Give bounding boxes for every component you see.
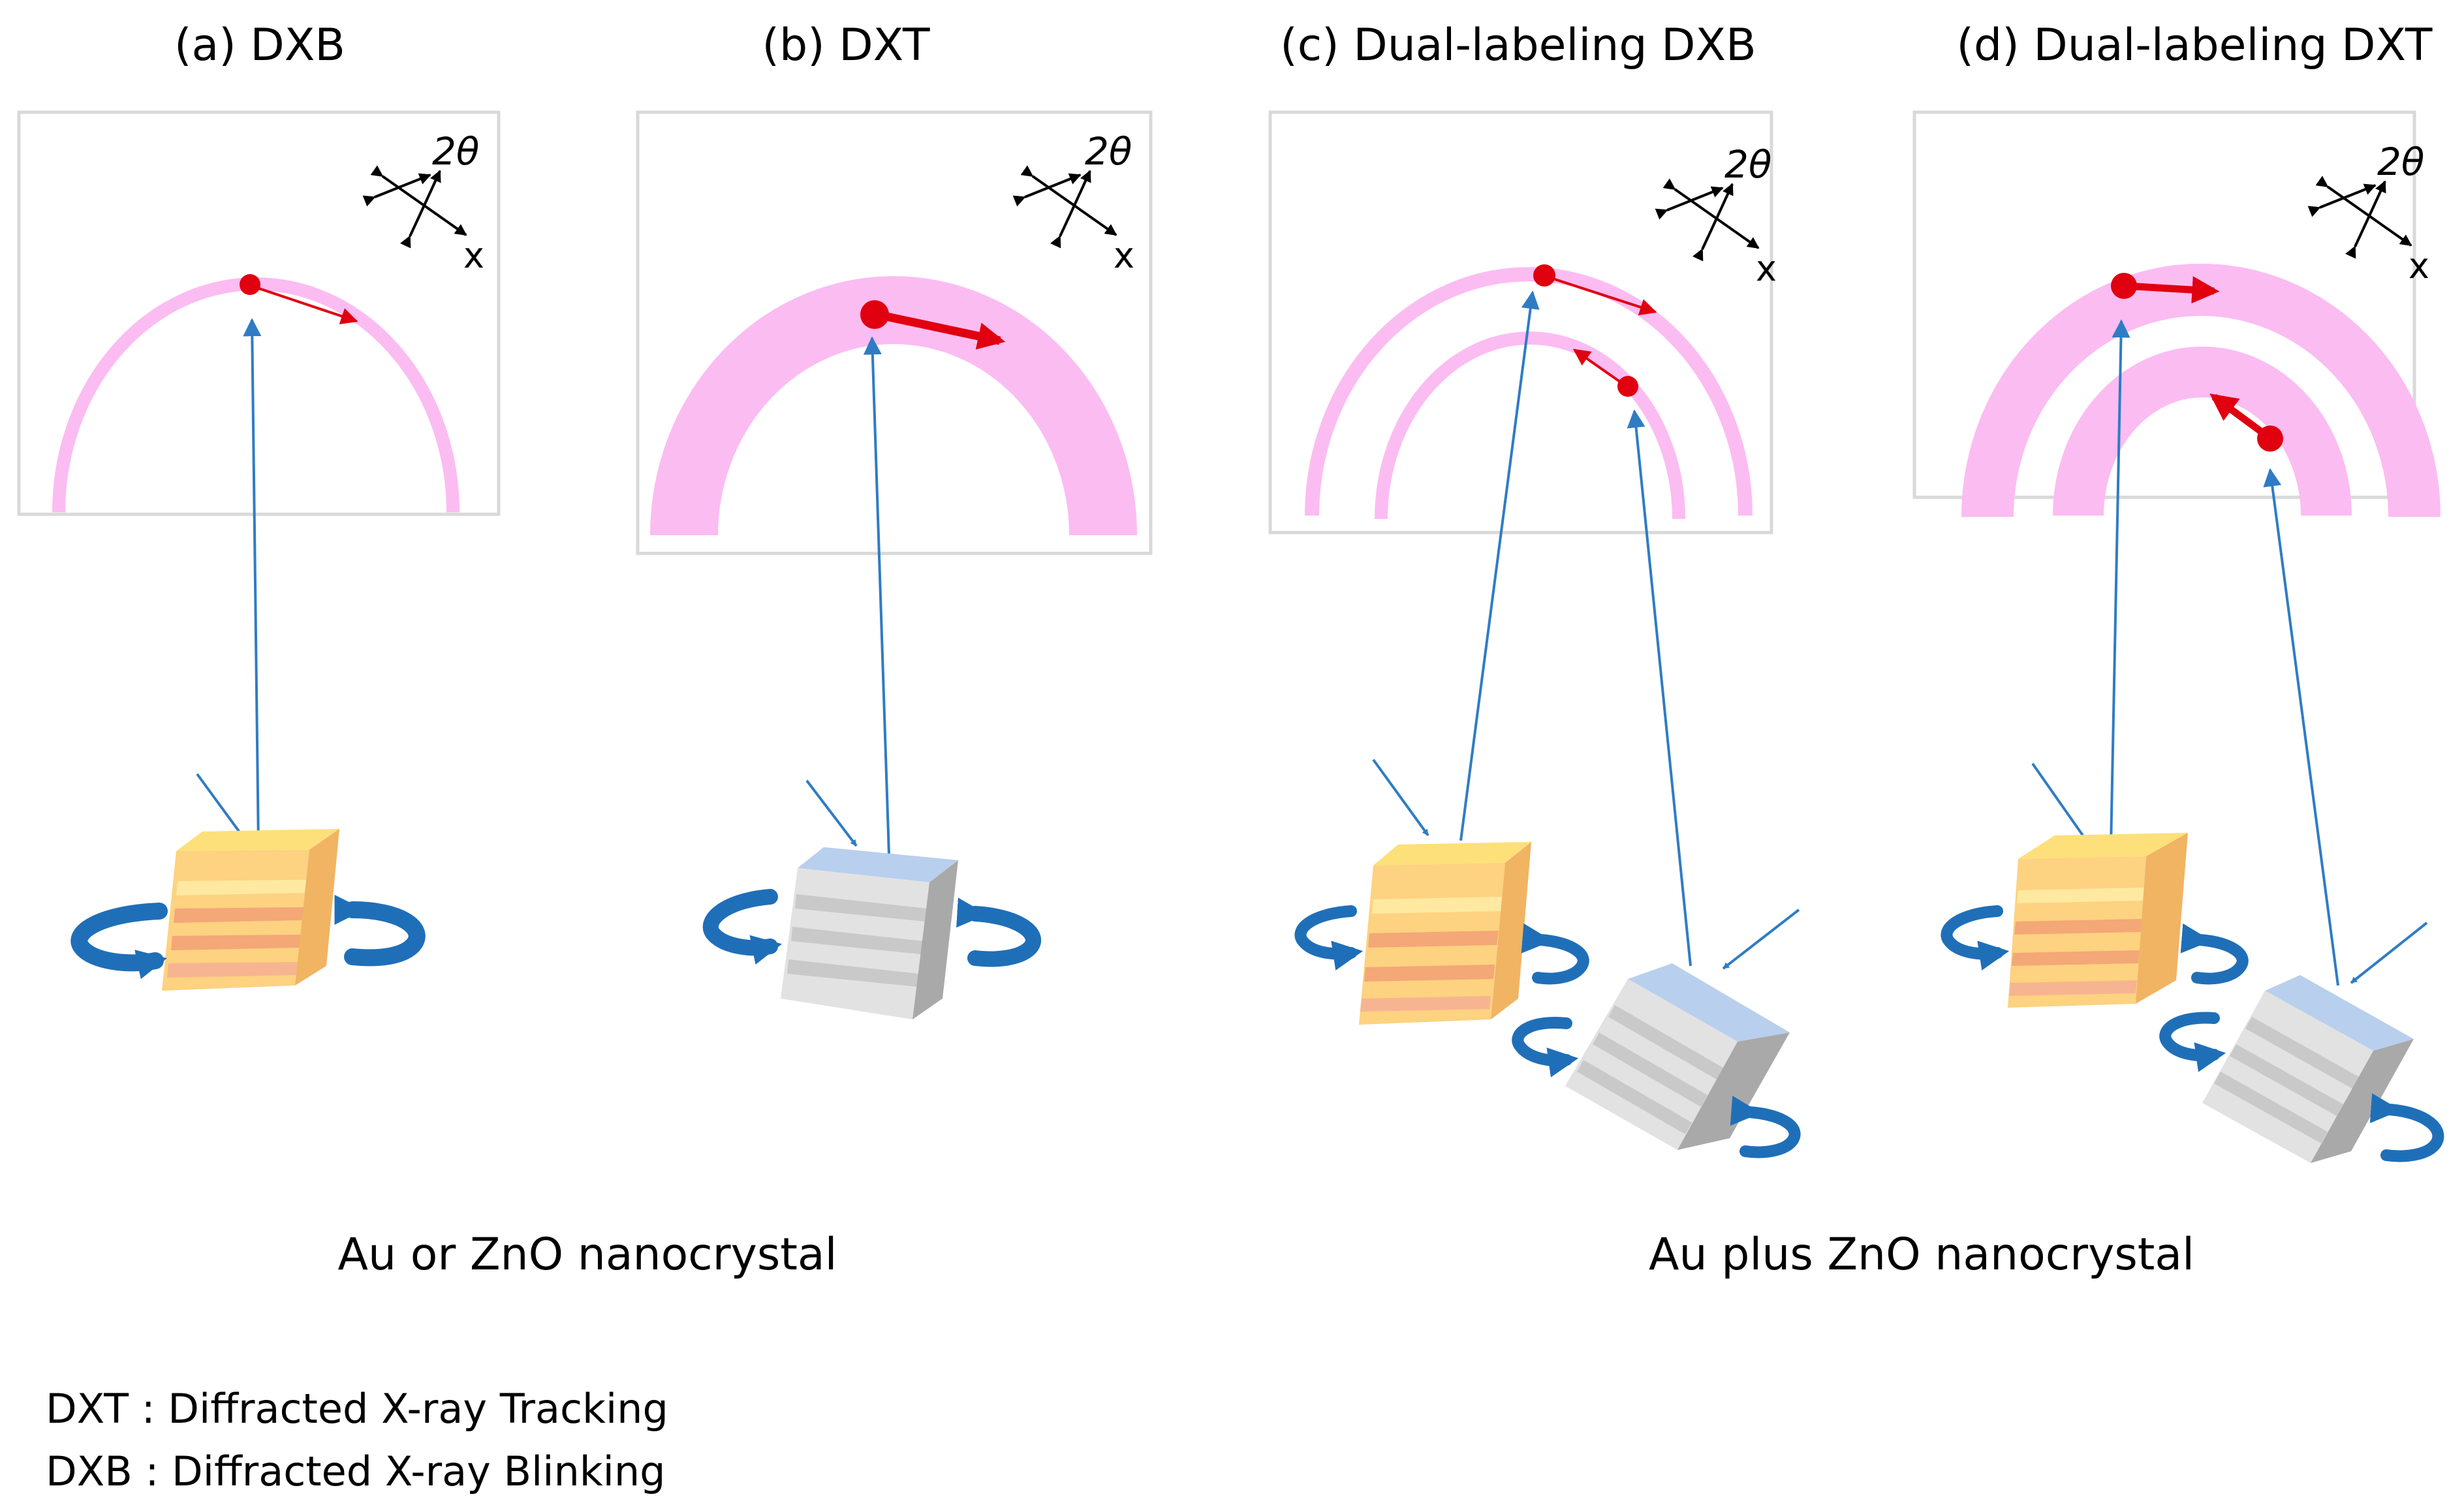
legend-dxt: DXT : Diffracted X-ray Tracking xyxy=(46,1385,668,1433)
x-label-c: x xyxy=(1756,248,1777,289)
rotation-arrows-d-au xyxy=(1941,905,2249,985)
incident-xray-c-au xyxy=(1372,758,1429,837)
axis-indicator-d: 2θ x xyxy=(2307,140,2429,287)
rotation-arrows-b xyxy=(702,889,1042,967)
incident-xray-b xyxy=(805,779,858,847)
panel-title-b: (b) DXT xyxy=(762,20,930,71)
diffraction-ring-c-outer xyxy=(1305,267,1753,516)
theta-label-b: 2θ xyxy=(1085,129,1132,174)
incident-xray-d-au xyxy=(2031,762,2089,843)
rotation-arrows-c-zno xyxy=(1512,1017,1801,1158)
panel-title-c: (c) Dual-labeling DXB xyxy=(1280,20,1756,71)
x-label-a: x xyxy=(463,235,484,276)
diffraction-ring-d-inner xyxy=(2053,347,2352,516)
au-nanocrystal-d xyxy=(2008,833,2188,1008)
rotation-arrows-a xyxy=(70,894,426,980)
x-label-b: x xyxy=(1114,235,1134,276)
theta-label-a: 2θ xyxy=(432,129,479,174)
incident-xray-a xyxy=(196,773,248,843)
rotation-arrows-d-zno xyxy=(2159,1012,2444,1162)
spot-c-au xyxy=(1533,264,1657,316)
spot-d-zno xyxy=(2209,394,2283,452)
spot-d-au xyxy=(2111,273,2220,303)
diffracted-xray-a xyxy=(243,318,262,848)
zno-nanocrystal-c xyxy=(1565,963,1790,1150)
diffraction-ring-b xyxy=(650,276,1137,536)
detector-box-c xyxy=(1268,110,1773,535)
rotation-arrows-c-au xyxy=(1294,905,1589,985)
caption-dual: Au plus ZnO nanocrystal xyxy=(1649,1229,2194,1280)
x-label-d: x xyxy=(2409,245,2429,287)
au-nanocrystal-a xyxy=(162,829,339,991)
panel-title-d: (d) Dual-labeling DXT xyxy=(1957,20,2433,71)
legend-dxb: DXB : Diffracted X-ray Blinking xyxy=(46,1448,666,1495)
diffracted-xray-d-au xyxy=(2110,319,2130,848)
diffracted-xray-c-au xyxy=(1459,290,1540,841)
spot-a xyxy=(240,274,358,324)
diffracted-xray-b xyxy=(863,336,890,856)
diffraction-ring-c-inner xyxy=(1375,332,1685,520)
axis-indicator-b: 2θ x xyxy=(1012,129,1134,276)
axis-indicator-a: 2θ x xyxy=(362,129,484,276)
zno-nanocrystal-d xyxy=(2202,975,2414,1163)
spot-c-zno xyxy=(1572,349,1638,397)
diffracted-xray-d-zno xyxy=(2263,468,2339,986)
theta-label-d: 2θ xyxy=(2377,140,2424,184)
detector-box-a xyxy=(17,110,501,516)
zno-nanocrystal-b xyxy=(781,847,958,1019)
diffracted-xray-c-zno xyxy=(1627,409,1692,967)
incident-xray-c-zno xyxy=(1722,908,1800,970)
spot-b xyxy=(860,300,1006,350)
axis-indicator-c: 2θ x xyxy=(1655,142,1777,289)
caption-single: Au or ZnO nanocrystal xyxy=(338,1229,837,1280)
theta-label-c: 2θ xyxy=(1724,142,1771,187)
au-nanocrystal-c xyxy=(1359,842,1531,1025)
panel-title-a: (a) DXB xyxy=(174,20,345,71)
incident-xray-d-zno xyxy=(2350,922,2428,984)
